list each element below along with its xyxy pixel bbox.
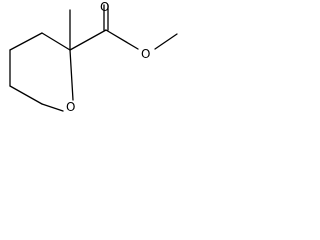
bond-ring-c5-c6 bbox=[9, 85, 43, 105]
carbonyl-oxygen-label: O bbox=[100, 0, 109, 14]
ring-oxygen-label: O bbox=[66, 100, 75, 114]
bond-ring-c6-o1 bbox=[41, 103, 64, 112]
bond-ring-c3-c4 bbox=[9, 32, 43, 51]
structure-diagram: O O O bbox=[9, 0, 178, 114]
bond-ring-c2-c3 bbox=[41, 32, 71, 51]
bond-carbonyl-ester-oxygen bbox=[105, 29, 139, 50]
bond-ester-methyl bbox=[154, 33, 178, 50]
bond-c2-carbonyl-carbon bbox=[69, 29, 107, 51]
ester-oxygen-label: O bbox=[141, 47, 150, 61]
bond-ring-o1-c2 bbox=[69, 49, 74, 101]
